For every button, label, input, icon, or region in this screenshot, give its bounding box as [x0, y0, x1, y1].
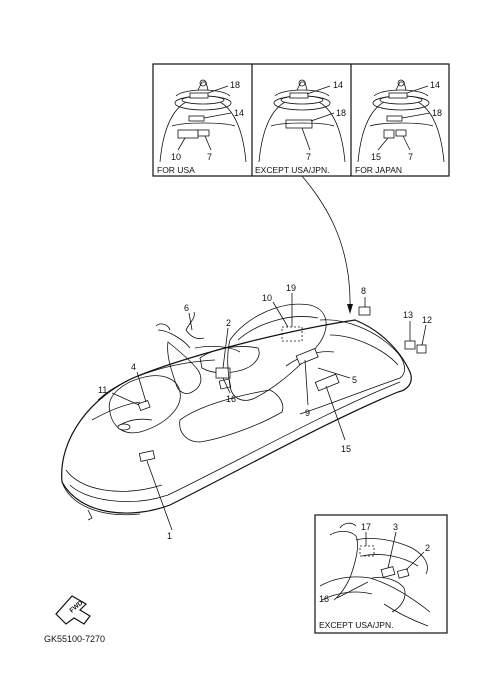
inset-japan-label-7: 7 [408, 152, 413, 162]
callout-1: 1 [167, 531, 172, 541]
inset-panel-japan: 14 18 15 7 FOR JAPAN [355, 79, 445, 175]
inset-japan-label-15: 15 [371, 152, 381, 162]
inset-except-label-14: 14 [333, 80, 343, 90]
callout-10: 10 [262, 293, 272, 303]
callout-8: 8 [361, 286, 366, 296]
callout-15: 15 [341, 444, 351, 454]
callout-16: 16 [226, 394, 236, 404]
callout-2: 2 [226, 318, 231, 328]
main-callouts: 1 2 4 5 6 8 9 10 11 12 13 15 16 [98, 283, 432, 541]
inset-usa-label-18: 18 [230, 80, 240, 90]
callout-13: 13 [403, 310, 413, 320]
inset-except-label-18: 18 [336, 108, 346, 118]
callout-11: 11 [98, 385, 107, 395]
inset-panel-except-usa-jpn: 14 18 7 EXCEPT USA/JPN. [255, 79, 346, 175]
inset-usa-label-14: 14 [234, 108, 244, 118]
detail-callout-3: 3 [393, 522, 398, 532]
callout-12: 12 [422, 315, 432, 325]
fwd-direction-badge: FWD [55, 595, 91, 625]
inset-panel-usa: 18 14 10 7 FOR USA [157, 79, 247, 175]
diagram-code: GK55100-7270 [44, 634, 105, 644]
detail-callout-16: 16 [319, 594, 329, 604]
inset-usa-label-7: 7 [207, 152, 212, 162]
callout-9: 9 [305, 408, 310, 418]
detail-callout-17: 17 [361, 522, 371, 532]
detail-inset-caption: EXCEPT USA/JPN. [319, 620, 393, 630]
callout-19: 19 [286, 283, 296, 293]
inset-except-label-7: 7 [306, 152, 311, 162]
callout-4: 4 [131, 362, 136, 372]
inset-japan-label-14: 14 [430, 80, 440, 90]
inset-except-caption: EXCEPT USA/JPN. [255, 165, 329, 175]
callout-5: 5 [352, 375, 357, 385]
top-inset-panels: 18 14 10 7 FOR USA 14 18 7 EXCEPT USA/JP… [152, 63, 450, 177]
watercraft-body [61, 303, 427, 521]
callout-6: 6 [184, 303, 189, 313]
inset-japan-label-18: 18 [432, 108, 442, 118]
detail-callout-2: 2 [425, 543, 430, 553]
detail-inset: 17 3 2 16 EXCEPT USA/JPN. [314, 514, 448, 634]
inset-leader-curve [301, 175, 351, 311]
leader-arrowhead [347, 304, 353, 314]
inset-usa-caption: FOR USA [157, 165, 195, 175]
inset-usa-label-10: 10 [171, 152, 181, 162]
inset-japan-caption: FOR JAPAN [355, 165, 402, 175]
